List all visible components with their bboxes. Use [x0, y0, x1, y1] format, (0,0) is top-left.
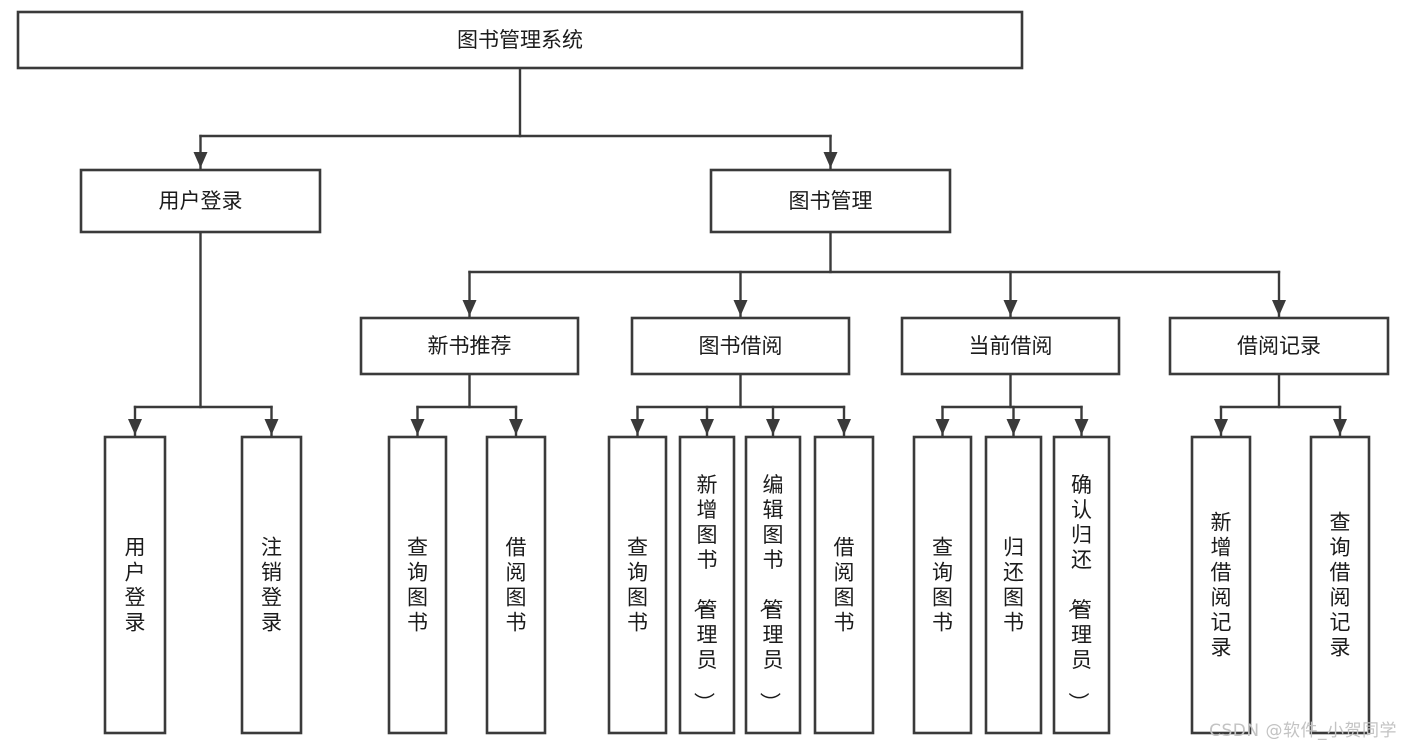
- arrow-head-icon: [766, 419, 780, 435]
- node-label: 注销登录: [261, 536, 282, 635]
- arrow-head-icon: [1074, 419, 1089, 435]
- node-root[interactable]: 图书管理系统: [16, 10, 1024, 70]
- arrow-head-icon: [733, 300, 748, 316]
- arrow-head-icon: [1333, 419, 1347, 435]
- arrow-head-icon: [935, 419, 950, 435]
- arrow-head-icon: [700, 419, 714, 435]
- arrow-head-icon: [128, 419, 142, 435]
- node-label: 查询图书: [932, 536, 953, 635]
- node-label: 图书管理: [789, 189, 873, 213]
- node-label: 确认归还（管理员）: [1066, 473, 1092, 713]
- arrow-head-icon: [630, 419, 645, 435]
- node-label: 用户登录: [125, 536, 146, 635]
- node-leaf-12[interactable]: 查询借阅记录: [1309, 435, 1371, 735]
- node-leaf-10[interactable]: 确认归还（管理员）: [1052, 435, 1111, 735]
- node-label: 编辑图书（管理员）: [758, 473, 784, 713]
- node-level3-0[interactable]: 新书推荐: [359, 316, 580, 376]
- node-label: 归还图书: [1003, 536, 1024, 635]
- arrow-head-icon: [1214, 419, 1228, 435]
- watermark-text: CSDN @软件_小贺同学: [1209, 721, 1397, 741]
- node-label: 查询图书: [627, 536, 648, 635]
- node-leaf-5[interactable]: 新增图书（管理员）: [678, 435, 736, 735]
- node-label: 新书推荐: [428, 334, 512, 358]
- arrow-head-icon: [193, 152, 208, 168]
- node-leaf-11[interactable]: 新增借阅记录: [1190, 435, 1252, 735]
- node-label: 借阅图书: [834, 536, 855, 635]
- node-label: 查询图书: [407, 536, 428, 635]
- node-label: 新增图书（管理员）: [692, 473, 718, 713]
- node-leaf-4[interactable]: 查询图书: [607, 435, 668, 735]
- node-leaf-8[interactable]: 查询图书: [912, 435, 973, 735]
- arrow-head-icon: [1006, 419, 1021, 435]
- arrow-head-icon: [837, 419, 851, 435]
- arrow-head-icon: [509, 419, 523, 435]
- node-level3-1[interactable]: 图书借阅: [630, 316, 851, 376]
- arrow-head-icon: [410, 419, 425, 435]
- node-label: 借阅记录: [1237, 334, 1321, 358]
- node-label: 用户登录: [159, 189, 243, 213]
- node-level2-1[interactable]: 图书管理: [709, 168, 952, 234]
- node-level3-2[interactable]: 当前借阅: [900, 316, 1121, 376]
- node-leaf-1[interactable]: 注销登录: [240, 435, 303, 735]
- node-label: 图书借阅: [699, 334, 783, 358]
- node-layer: 图书管理系统用户登录图书管理新书推荐图书借阅当前借阅借阅记录用户登录注销登录查询…: [16, 10, 1390, 735]
- node-level3-3[interactable]: 借阅记录: [1168, 316, 1390, 376]
- arrow-head-icon: [823, 152, 838, 168]
- node-label: 图书管理系统: [457, 28, 583, 52]
- arrow-head-icon: [264, 419, 279, 435]
- arrow-head-icon: [1003, 300, 1018, 316]
- node-label: 当前借阅: [969, 334, 1053, 358]
- edge-layer: [128, 66, 1347, 437]
- arrow-head-icon: [1272, 300, 1286, 316]
- node-leaf-7[interactable]: 借阅图书: [813, 435, 875, 735]
- arrow-head-icon: [462, 300, 477, 316]
- node-level2-0[interactable]: 用户登录: [79, 168, 322, 234]
- node-leaf-3[interactable]: 借阅图书: [485, 435, 547, 735]
- node-label: 查询借阅记录: [1330, 511, 1351, 660]
- node-leaf-0[interactable]: 用户登录: [103, 435, 167, 735]
- node-leaf-9[interactable]: 归还图书: [984, 435, 1043, 735]
- node-leaf-6[interactable]: 编辑图书（管理员）: [744, 435, 802, 735]
- node-leaf-2[interactable]: 查询图书: [387, 435, 448, 735]
- node-label: 借阅图书: [506, 536, 527, 635]
- node-label: 新增借阅记录: [1211, 511, 1232, 660]
